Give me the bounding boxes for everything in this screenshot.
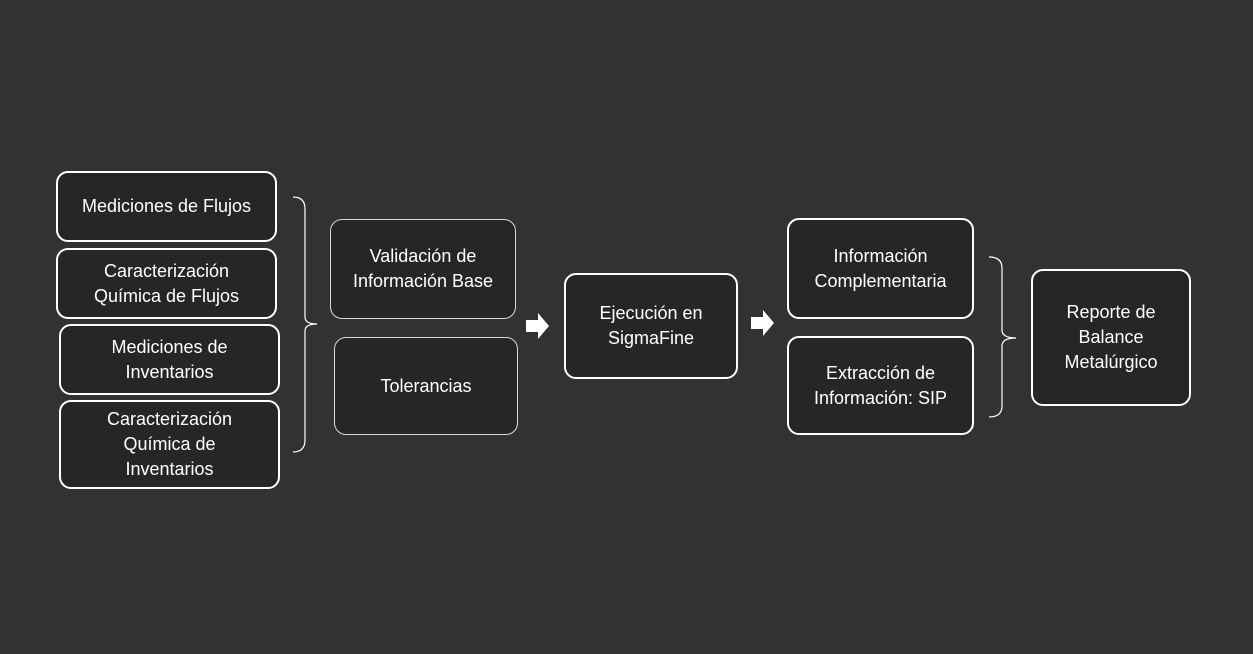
- box-label: Caracterización Química de Inventarios: [106, 409, 233, 479]
- box-validacion: Validación de Información Base: [330, 219, 516, 319]
- box-extraccion: Extracción de Información: SIP: [787, 336, 974, 435]
- box-label: Información Complementaria: [814, 245, 947, 291]
- arrow-right-icon: [526, 313, 549, 339]
- box-mediciones-flujos: Mediciones de Flujos: [56, 171, 277, 242]
- box-reporte: Reporte de Balance Metalúrgico: [1031, 269, 1191, 406]
- box-label: Ejecución en SigmaFine: [599, 303, 703, 348]
- box-label: Mediciones de Inventarios: [111, 336, 228, 382]
- box-caracterizacion-inventarios: Caracterización Química de Inventarios: [59, 400, 280, 489]
- arrow-right-icon: [751, 310, 774, 336]
- box-tolerancias: Tolerancias: [334, 337, 518, 435]
- box-ejecucion: Ejecución en SigmaFine: [564, 273, 738, 379]
- box-caracterizacion-flujos: Caracterización Química de Flujos: [56, 248, 277, 319]
- box-informacion-complementaria: Información Complementaria: [787, 218, 974, 319]
- box-label: Caracterización Química de Flujos: [93, 260, 240, 306]
- box-label: Reporte de Balance Metalúrgico: [1064, 302, 1158, 372]
- box-label: Mediciones de Flujos: [81, 196, 252, 216]
- box-mediciones-inventarios: Mediciones de Inventarios: [59, 324, 280, 395]
- left-brace: [292, 196, 318, 453]
- box-label: Tolerancias: [380, 375, 472, 396]
- right-brace: [988, 256, 1017, 418]
- box-label: Validación de Información Base: [352, 246, 494, 291]
- box-label: Extracción de Información: SIP: [813, 362, 948, 408]
